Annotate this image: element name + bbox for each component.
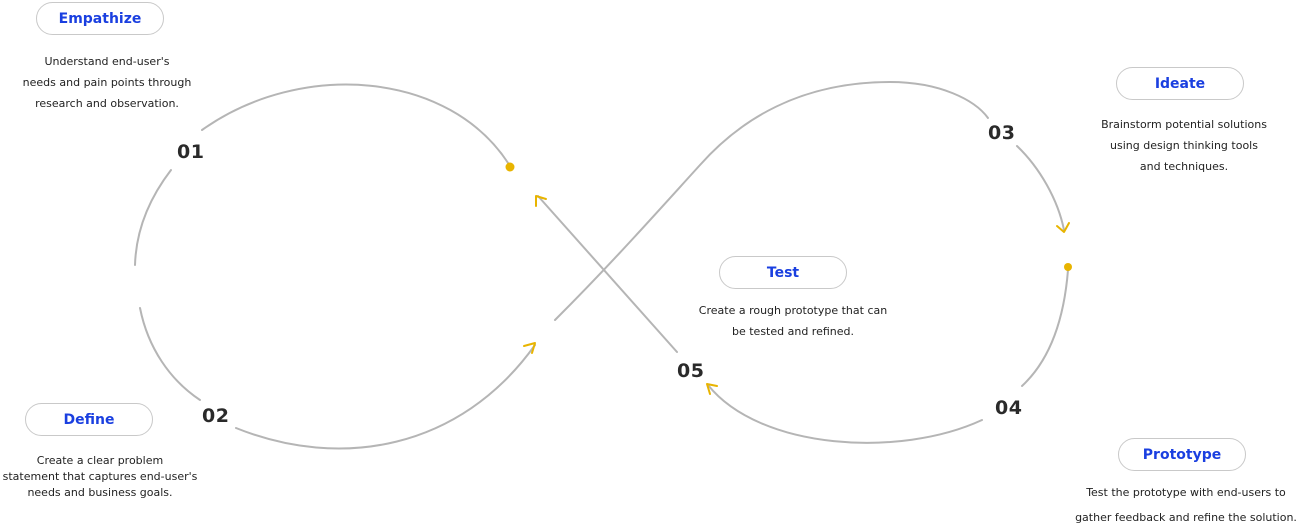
desc-test: Create a rough prototype that can be tes… [699, 300, 887, 342]
desc-line: Test the prototype with end-users to [1086, 486, 1286, 499]
desc-line: using design thinking tools [1110, 139, 1258, 152]
curve-ideate-arc [1016, 145, 1065, 231]
curve-left-top [134, 169, 172, 266]
desc-line: statement that captures end-user's [2, 470, 198, 483]
desc-line: needs and business goals. [27, 486, 173, 499]
arrowhead-to-ideate [1056, 222, 1070, 233]
desc-empathize: Understand end-user's needs and pain poi… [23, 51, 192, 114]
label-define: Define [25, 403, 153, 436]
curve-left-bottom [139, 307, 201, 401]
desc-line: Brainstorm potential solutions [1101, 118, 1267, 131]
arrowhead-to-test [523, 342, 536, 354]
desc-line: research and observation. [35, 97, 179, 110]
step-number-05: 05 [677, 360, 705, 382]
desc-define: Create a clear problem statement that ca… [3, 453, 198, 501]
dot-ideate-end [1064, 263, 1072, 271]
curve-crossing-up [554, 80, 989, 321]
curve-crossing-down [537, 195, 678, 353]
label-ideate: Ideate [1116, 67, 1244, 100]
curve-empathize-arc [201, 83, 511, 167]
curve-define-arc [235, 344, 536, 450]
step-number-04: 04 [995, 397, 1023, 419]
desc-line: Create a clear problem [36, 454, 164, 467]
step-number-02: 02 [202, 405, 230, 427]
step-number-01: 01 [177, 141, 205, 163]
arrowhead-to-empathize [535, 195, 547, 207]
desc-ideate: Brainstorm potential solutions using des… [1101, 114, 1267, 177]
desc-line: needs and pain points through [22, 76, 192, 89]
desc-prototype: Test the prototype with end-users to gat… [1075, 480, 1297, 530]
label-test: Test [719, 256, 847, 289]
dot-empathize-end [505, 162, 515, 172]
desc-line: Create a rough prototype that can [698, 304, 888, 317]
curve-right-lower [1021, 269, 1069, 387]
arrowhead-to-test-return [706, 383, 718, 395]
step-number-03: 03 [988, 122, 1016, 144]
desc-line: gather feedback and refine the solution. [1075, 511, 1297, 524]
desc-line: and techniques. [1139, 160, 1229, 173]
desc-line: Understand end-user's [44, 55, 170, 68]
label-empathize: Empathize [36, 2, 164, 35]
curve-prototype-arc [707, 384, 983, 444]
desc-line: be tested and refined. [731, 325, 855, 338]
label-prototype: Prototype [1118, 438, 1246, 471]
